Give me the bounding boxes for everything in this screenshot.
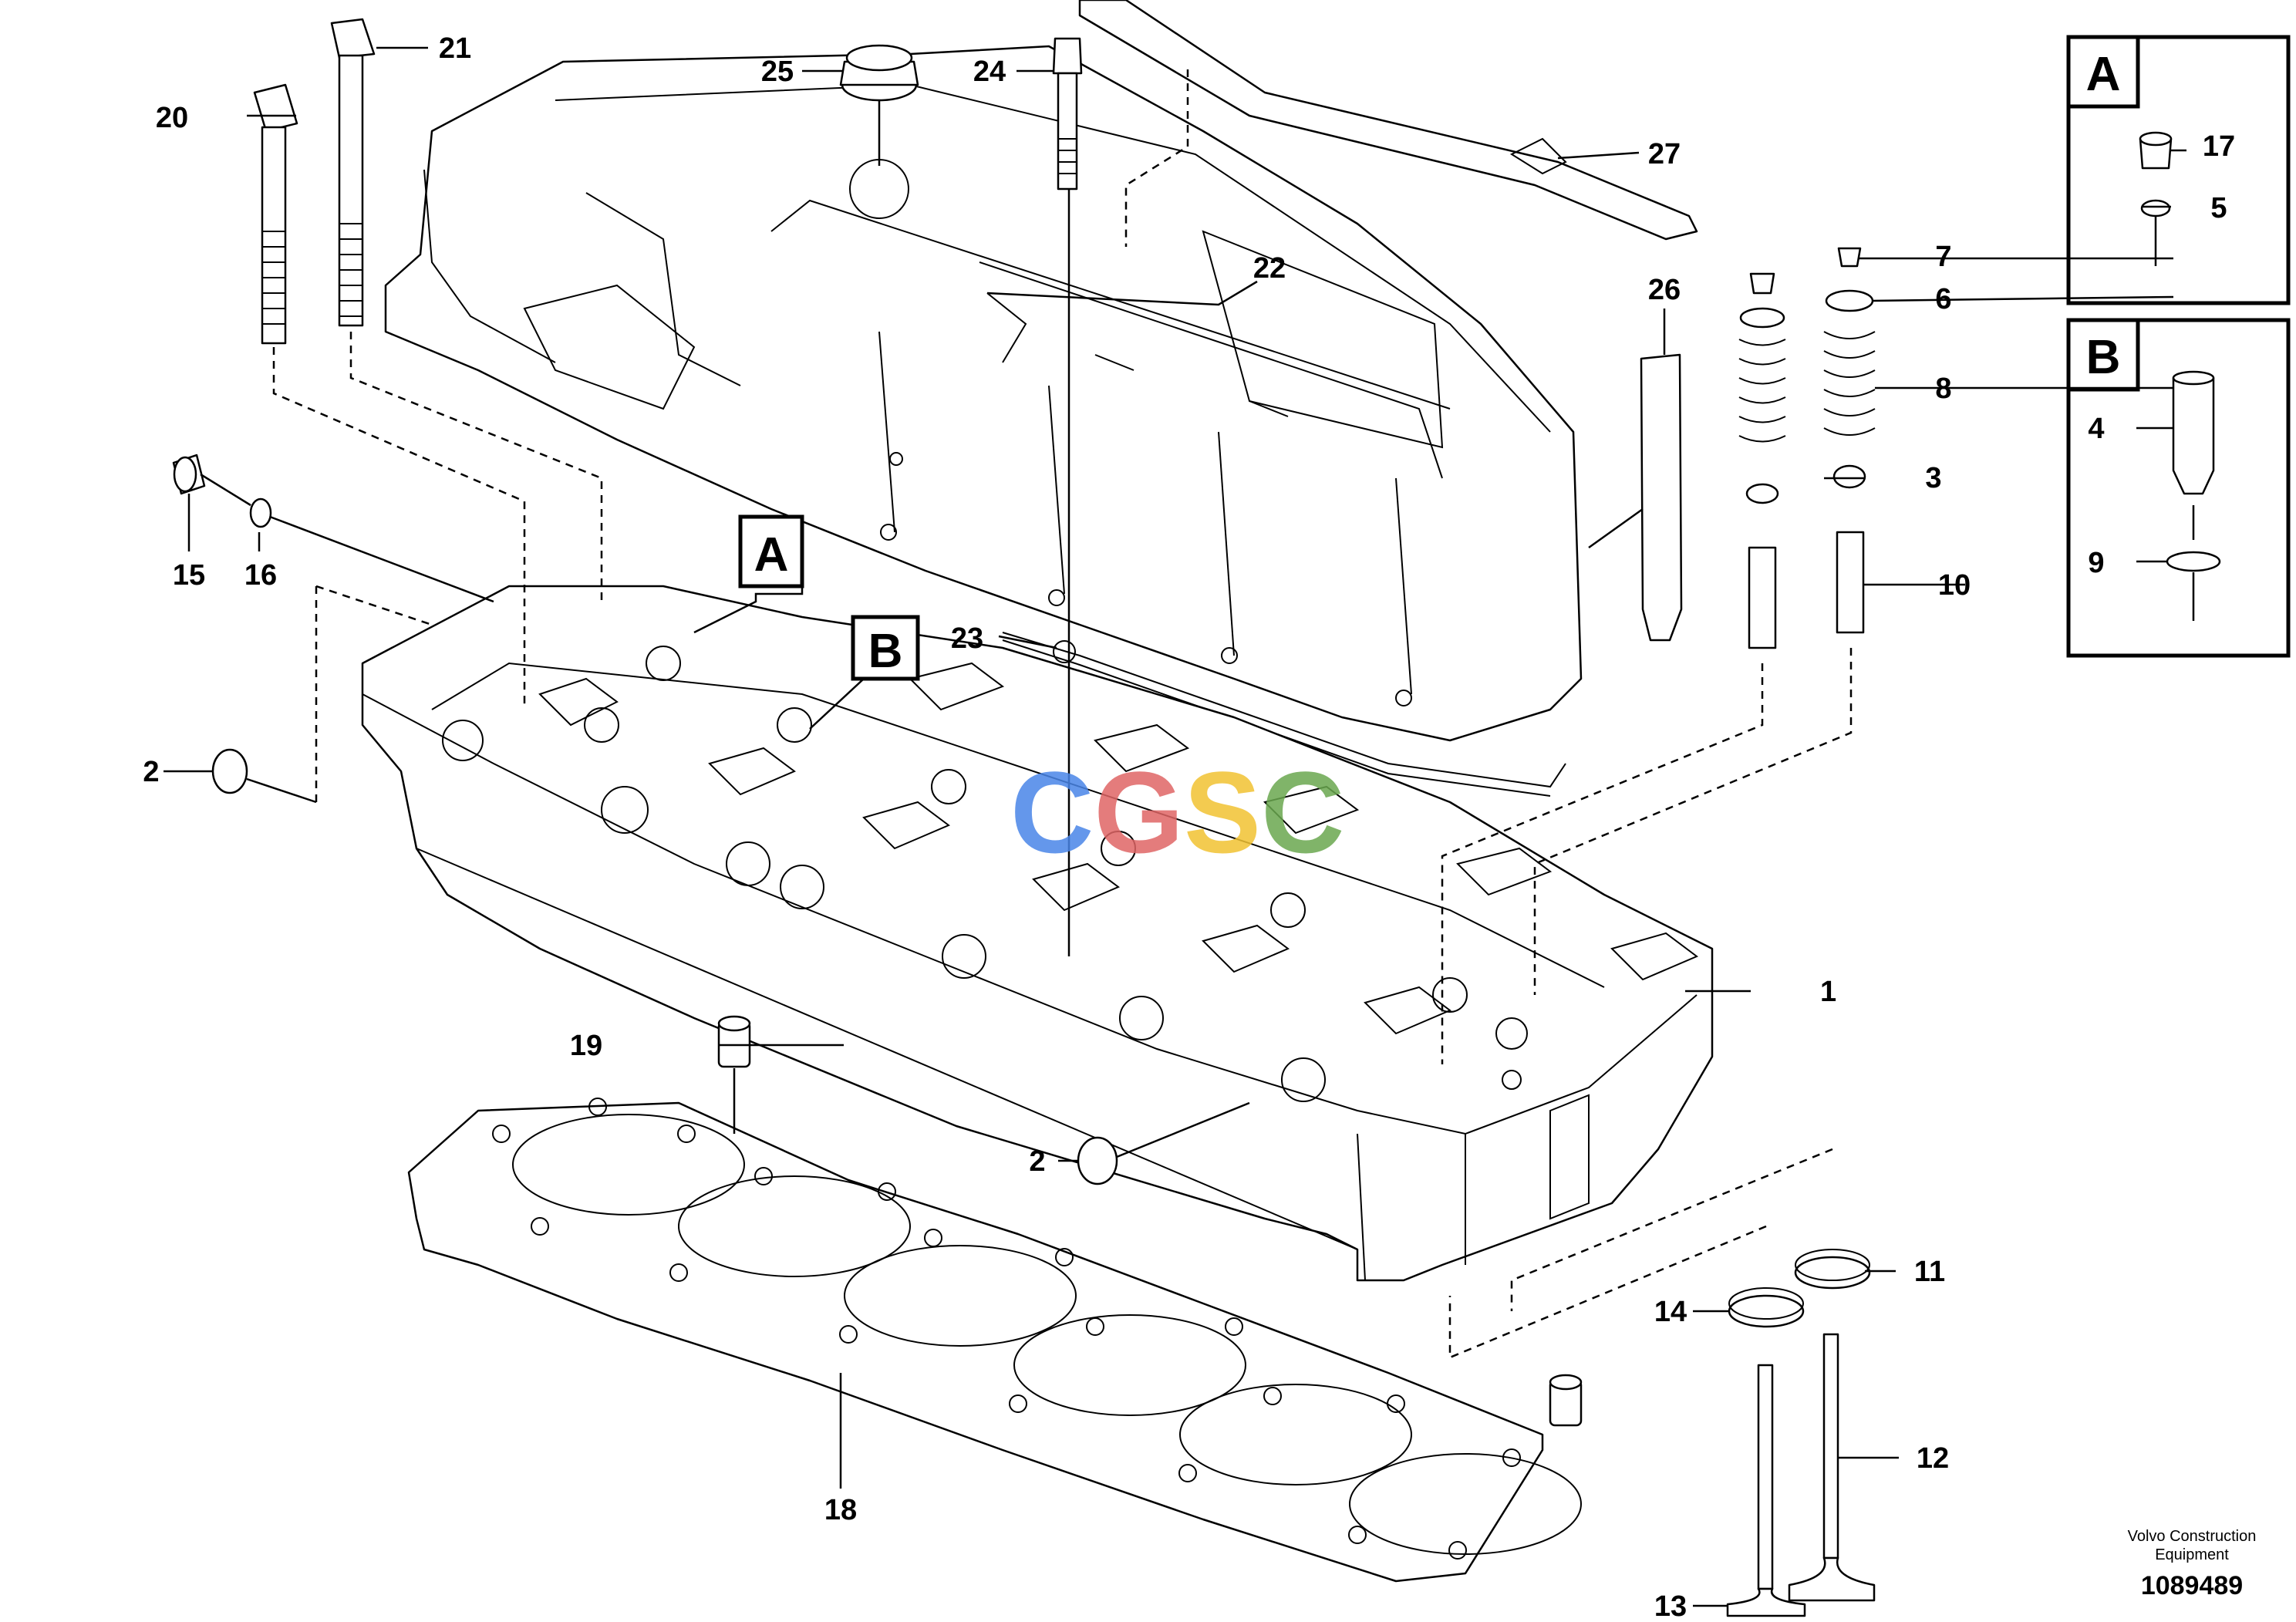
screw-24 [1052,37,1083,191]
callout-17: 17 [2203,130,2235,163]
callout-24: 24 [973,56,1006,88]
valve-stem-seal-3 [1832,464,1866,489]
bolt-20 [253,83,298,345]
callout-12: 12 [1917,1442,1949,1475]
callout-7: 7 [1935,241,1951,273]
callout-9: 9 [2088,547,2104,579]
guide-26 [1640,353,1683,642]
valve-13 [1726,1364,1806,1617]
callout-27: 27 [1648,138,1681,170]
figure-number: 1089489 [2141,1571,2243,1600]
injector-sleeve [2172,376,2215,495]
callout-23: 23 [951,622,983,655]
cover-rail [1078,0,1698,241]
valve-spring-stack-right [1823,247,1876,634]
callout-14: 14 [1654,1296,1687,1328]
valve-12 [1788,1333,1876,1602]
watermark: CGSC [1010,747,1344,877]
callout-10: 10 [1938,569,1971,602]
callout-19: 19 [570,1030,602,1062]
inset-a: A [2066,35,2291,305]
callout-15: 15 [173,559,205,592]
inset-a-letter: A [2086,48,2121,101]
callout-13: 13 [1654,1590,1687,1622]
callout-3: 3 [1925,462,1941,494]
inset-b-letter: B [2086,331,2121,384]
spring-retainer-6 [1825,289,1874,312]
detail-ref-a: A [738,514,804,588]
footer-brand-line2: Equipment [2155,1546,2229,1563]
cylinder-head [361,585,1714,1282]
callout-18: 18 [824,1494,857,1526]
callout-22: 22 [1253,252,1286,285]
callout-2-lower: 2 [1029,1145,1045,1178]
valve-guide-10 [1836,531,1865,634]
valve-keeper-7 [1837,247,1862,268]
svg-text:B: B [868,625,903,678]
watermark-text: CGSC [1010,747,1344,877]
svg-text:A: A [754,528,789,582]
dowel-19 [717,1015,751,1068]
plug-2-lower [1077,1136,1118,1185]
oil-filler-cap [839,44,919,102]
callout-20: 20 [156,102,188,134]
washer-16 [249,497,272,528]
detail-ref-b: B [851,615,920,681]
callout-2-upper: 2 [143,756,159,788]
callout-8: 8 [1935,373,1951,405]
dowel-19-second [1549,1374,1583,1427]
plug-2-upper [211,748,248,794]
valve-seat-11 [1794,1249,1871,1290]
valve-spring-stack-left [1738,272,1786,649]
callout-1: 1 [1820,976,1836,1008]
valve-seat-14 [1728,1287,1805,1328]
valve-cover [384,45,1583,742]
callout-21: 21 [439,32,471,65]
plug-15 [172,454,206,495]
callout-26: 26 [1648,274,1681,306]
callout-4: 4 [2088,413,2104,445]
valve-spring-8 [1823,331,1876,436]
head-gasket [407,1098,1582,1583]
callout-6: 6 [1935,283,1951,315]
callout-16: 16 [244,559,277,592]
footer-brand-line1: Volvo Construction [2128,1528,2257,1545]
callout-5: 5 [2210,192,2227,224]
cover-gasket [1002,632,1566,788]
inset-b: B [2066,318,2291,658]
callout-25: 25 [761,56,794,88]
bolt-21 [330,18,376,327]
callout-11: 11 [1914,1256,1945,1288]
